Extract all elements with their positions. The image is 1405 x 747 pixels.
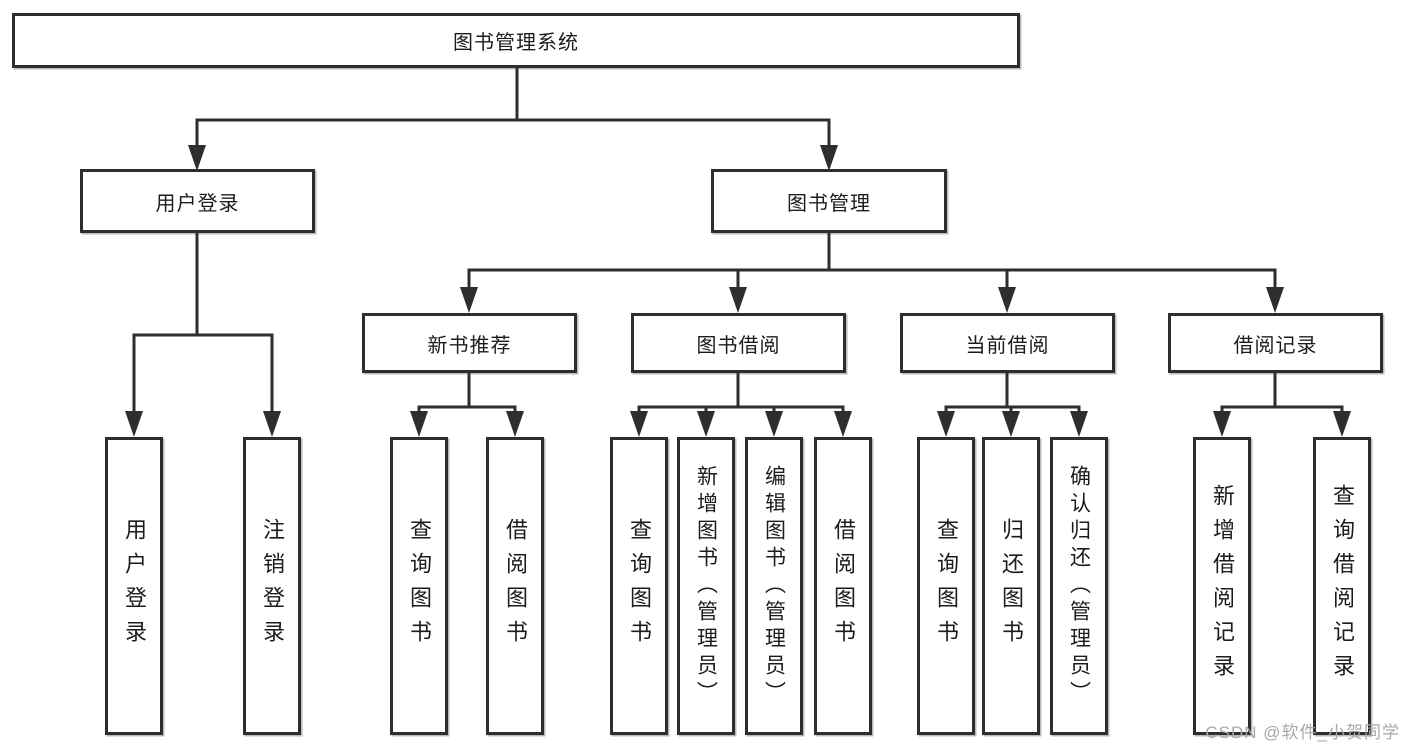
node-label: 归还图书 <box>999 518 1024 654</box>
leaf-query-borrow-record: 查询借阅记录 <box>1313 437 1371 735</box>
node-borrowing-records: 借阅记录 <box>1168 313 1383 373</box>
node-current-borrowing: 当前借阅 <box>900 313 1115 373</box>
node-user-login: 用户登录 <box>80 169 315 233</box>
leaf-return-books: 归还图书 <box>982 437 1040 735</box>
csdn-watermark: CSDN @软件_小贺同学 <box>1205 723 1400 742</box>
node-label: 查询图书 <box>934 518 959 654</box>
node-label: 新书推荐 <box>427 334 512 357</box>
node-new-book-recommend: 新书推荐 <box>362 313 577 373</box>
node-label: 新增借阅记录 <box>1210 484 1235 688</box>
node-book-borrowing: 图书借阅 <box>631 313 846 373</box>
node-label: 图书借阅 <box>696 334 781 357</box>
node-label: 确认归还（管理员） <box>1067 464 1091 708</box>
node-label: 图书管理 <box>787 192 871 215</box>
node-label: 借阅图书 <box>831 518 856 654</box>
node-label: 注销登录 <box>260 518 285 654</box>
node-label: 查询借阅记录 <box>1330 484 1355 688</box>
node-label: 用户登录 <box>122 518 147 654</box>
node-label: 图书管理系统 <box>453 32 579 54</box>
leaf-query-books-borrowing: 查询图书 <box>610 437 668 735</box>
leaf-add-books-admin: 新增图书（管理员） <box>677 437 735 735</box>
node-label: 新增图书（管理员） <box>694 464 718 708</box>
leaf-edit-books-admin: 编辑图书（管理员） <box>745 437 803 735</box>
leaf-query-books-recommend: 查询图书 <box>390 437 448 735</box>
node-label: 借阅记录 <box>1233 334 1318 357</box>
node-label: 查询图书 <box>407 518 432 654</box>
leaf-user-login: 用户登录 <box>105 437 163 735</box>
node-book-management: 图书管理 <box>711 169 947 233</box>
leaf-borrow-books-borrowing: 借阅图书 <box>814 437 872 735</box>
node-label: 借阅图书 <box>503 518 528 654</box>
node-label: 查询图书 <box>627 518 652 654</box>
leaf-query-books-current: 查询图书 <box>917 437 975 735</box>
node-label: 当前借阅 <box>965 334 1050 357</box>
leaf-logout-login: 注销登录 <box>243 437 301 735</box>
node-label: 编辑图书（管理员） <box>762 464 786 708</box>
leaf-add-borrow-record: 新增借阅记录 <box>1193 437 1251 735</box>
node-label: 用户登录 <box>155 192 240 215</box>
leaf-confirm-return-admin: 确认归还（管理员） <box>1050 437 1108 735</box>
node-library-management-system: 图书管理系统 <box>12 13 1020 68</box>
leaf-borrow-books-recommend: 借阅图书 <box>486 437 544 735</box>
